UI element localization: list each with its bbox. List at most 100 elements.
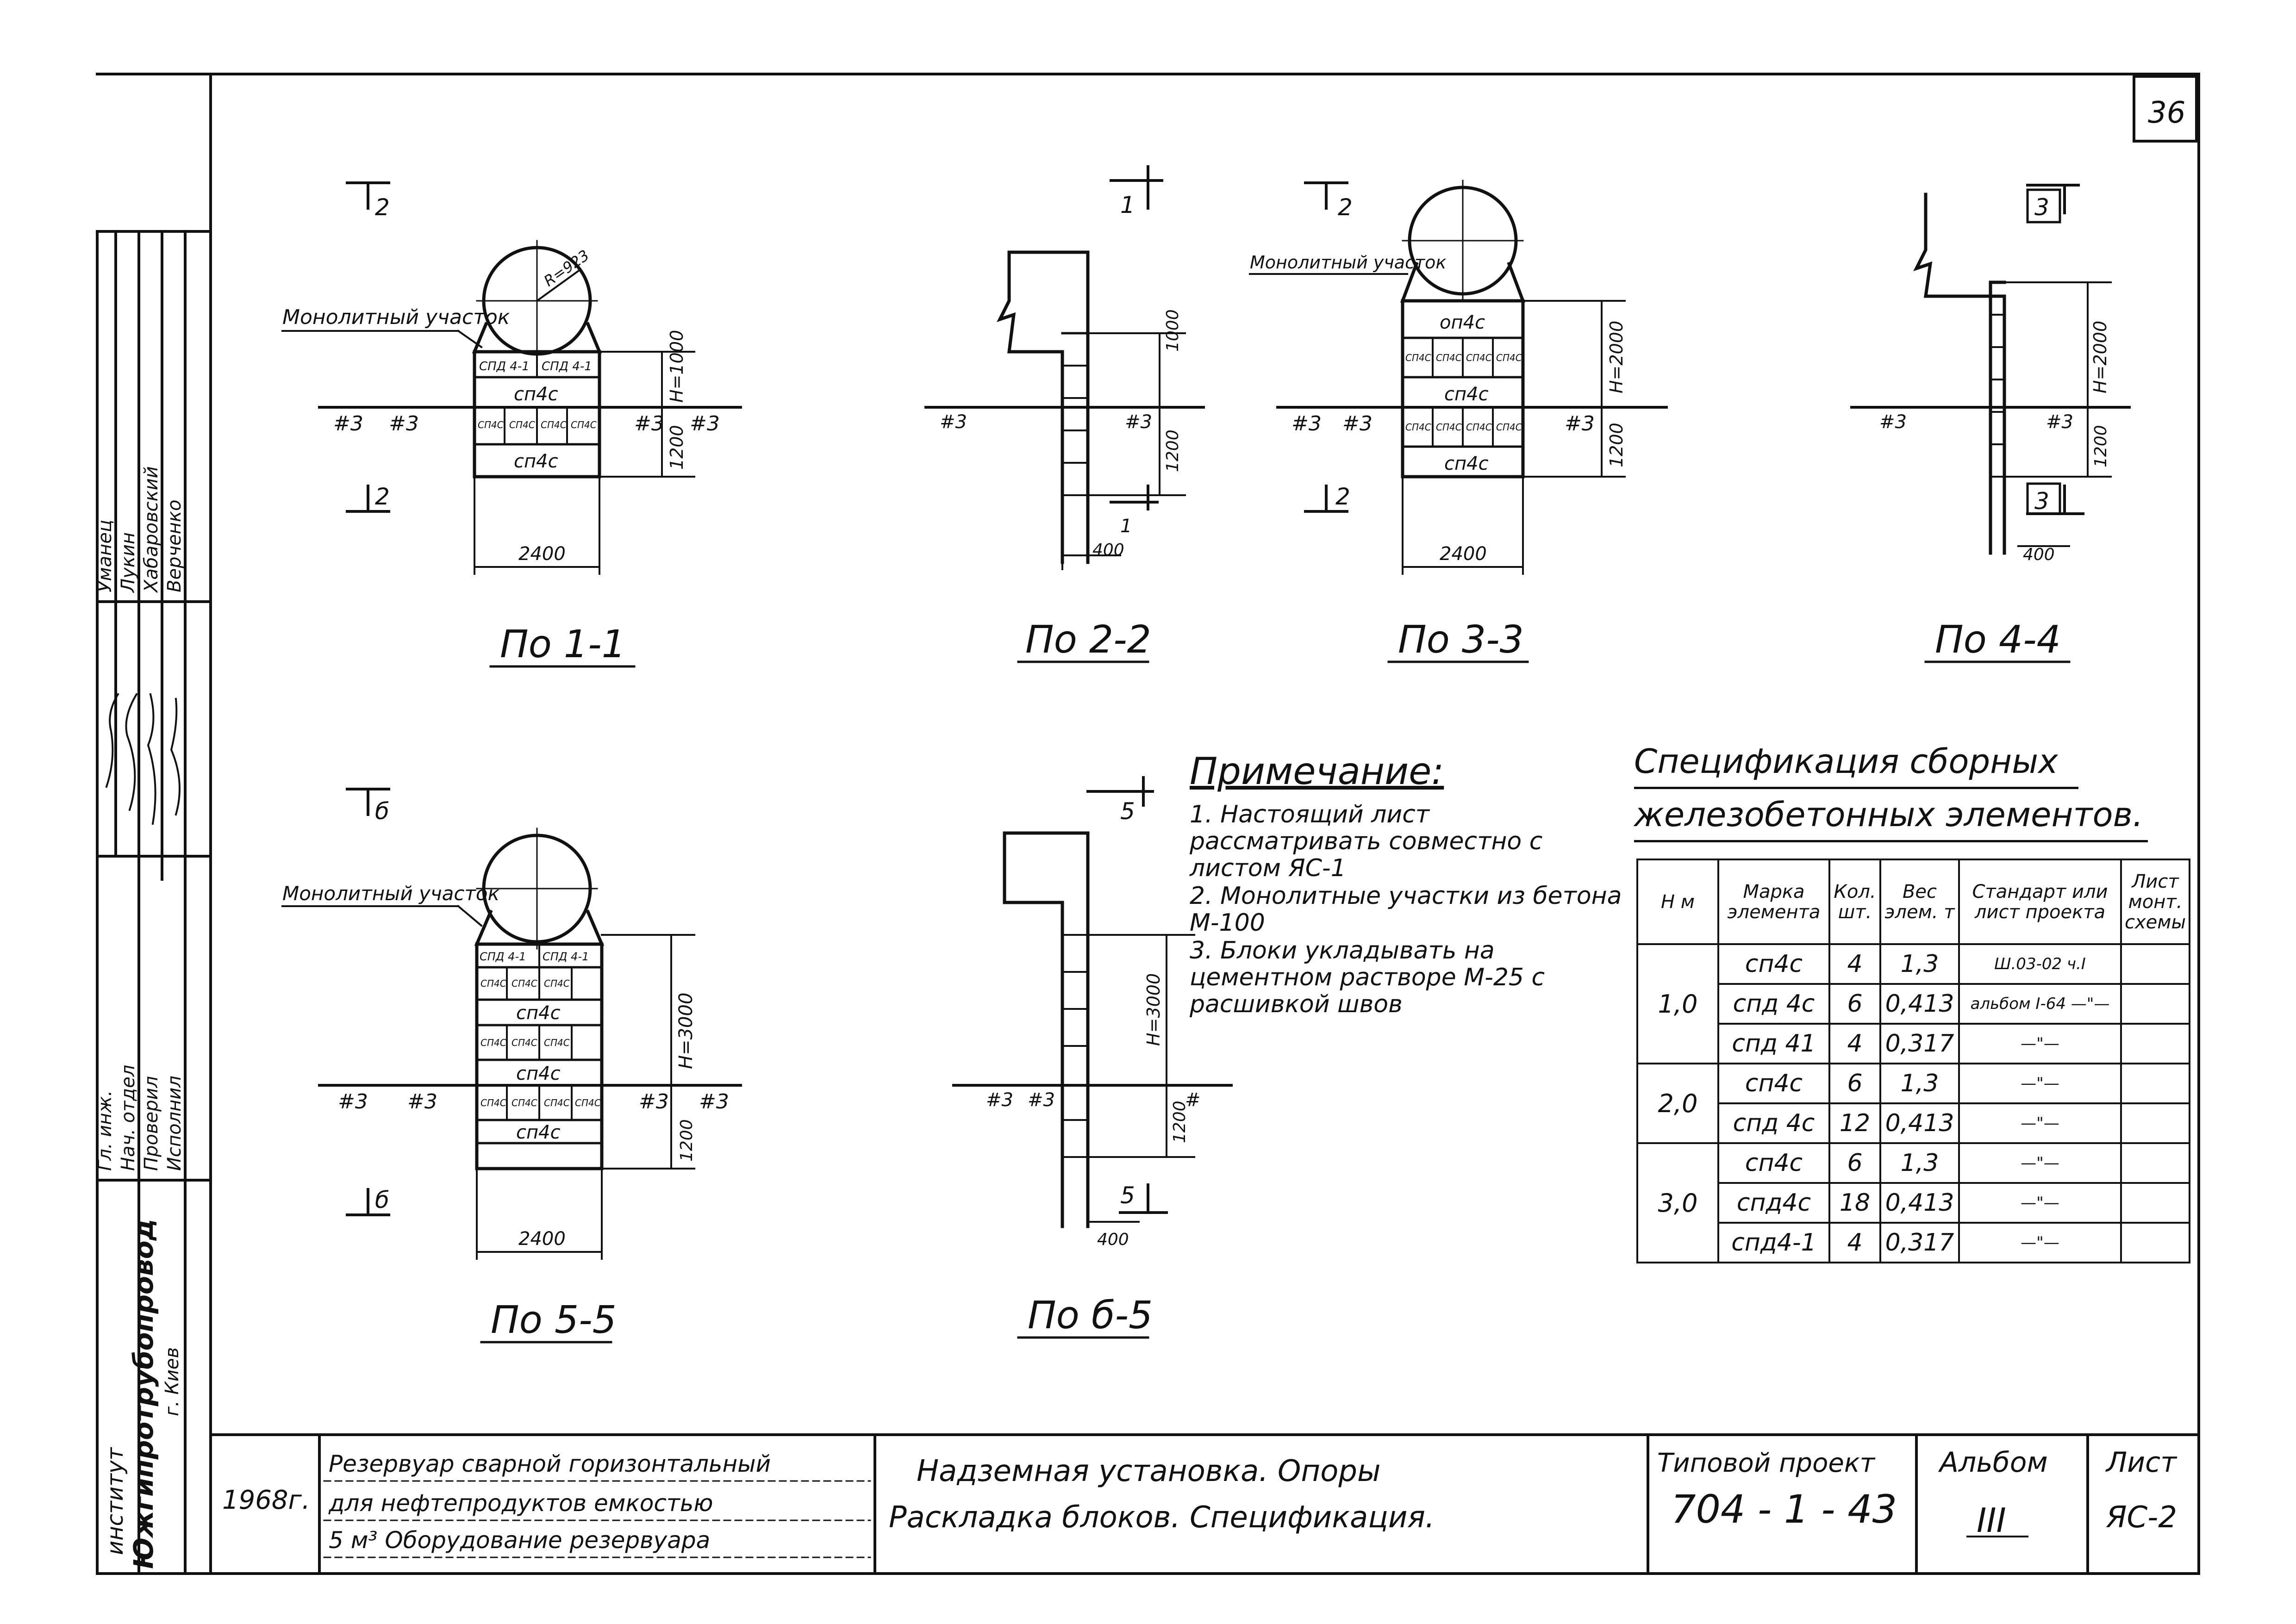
cell-weight: 1,3 bbox=[1879, 1142, 1960, 1184]
section-caption: По 5-5 bbox=[491, 1298, 617, 1342]
drawing-line-2: Раскладка блоков. Спецификация. bbox=[889, 1500, 1435, 1535]
cell-qty: 6 bbox=[1828, 1142, 1881, 1184]
object-line-2: для нефтепродуктов емкостью bbox=[328, 1490, 713, 1517]
cut-mark: 3 bbox=[2034, 194, 2049, 221]
cell-h: 1,0 bbox=[1636, 943, 1719, 1064]
section-4-4: #3 #3 H=2000 1200 400 3 3 По 4-4 bbox=[1850, 184, 2131, 663]
spec-title: Спецификация сборных железобетонных элем… bbox=[1634, 736, 2190, 842]
cell-mark: сп4с bbox=[1717, 943, 1830, 985]
sheet-label: Лист bbox=[2105, 1446, 2177, 1479]
cell-qty: 4 bbox=[1828, 1023, 1881, 1064]
cell-weight: 1,3 bbox=[1879, 943, 1960, 985]
depth-dimension: 1200 bbox=[1163, 429, 1182, 472]
section-2-2: #3 #3 1000 1200 400 1 1 По 2-2 bbox=[924, 165, 1205, 663]
album-number: III bbox=[1977, 1501, 2006, 1540]
cell-mark: спд 41 bbox=[1717, 1023, 1830, 1064]
block-label: СП4С bbox=[1436, 422, 1462, 433]
block-label: СП4С bbox=[480, 978, 506, 989]
ground-hatch: #3 bbox=[2046, 411, 2073, 433]
block-label: СП4С bbox=[478, 419, 504, 430]
note-heading: Примечание: bbox=[1190, 750, 1444, 793]
cell-qty: 4 bbox=[1828, 943, 1881, 985]
stamp-role-2: Нач. отдел bbox=[118, 1065, 139, 1171]
block-label: СПД 4-1 bbox=[543, 950, 589, 963]
cell-weight: 0,317 bbox=[1879, 1023, 1960, 1064]
spec-title-line-2: железобетонных элементов. bbox=[1634, 789, 2148, 842]
width-dimension: 400 bbox=[1092, 541, 1124, 560]
depth-dimension: 1200 bbox=[1606, 423, 1627, 467]
cut-mark: 3 bbox=[2034, 488, 2049, 515]
block-label: СП4С bbox=[480, 1097, 506, 1108]
width-dimension: 400 bbox=[2023, 545, 2055, 564]
width-dimension: 400 bbox=[1097, 1230, 1129, 1249]
block-label: СП4С bbox=[1496, 422, 1522, 433]
section-1-1: R=923 СПД 4-1 СПД 4-1 сп4с СП4С СП4С СП4… bbox=[281, 181, 742, 668]
cell-weight: 0,413 bbox=[1879, 983, 1960, 1025]
cell-qty: 6 bbox=[1828, 983, 1881, 1025]
cell-mark: сп4с bbox=[1717, 1063, 1830, 1104]
note-block: Примечание: 1. Настоящий лист рассматрив… bbox=[1190, 750, 1625, 1019]
width-dimension: 2400 bbox=[518, 543, 566, 565]
block-label: СПД 4-1 bbox=[479, 360, 530, 373]
cell-weight: 0,413 bbox=[1879, 1102, 1960, 1144]
cell-h: 3,0 bbox=[1636, 1142, 1719, 1263]
cell-qty: 6 bbox=[1828, 1063, 1881, 1104]
block-label: СП4С bbox=[1405, 422, 1431, 433]
block-label: СП4С bbox=[509, 419, 535, 430]
cut-mark: 5 bbox=[1120, 798, 1135, 825]
block-label: СП4С bbox=[1466, 352, 1492, 363]
section-caption: По 2-2 bbox=[1025, 618, 1151, 662]
ground-hatch: #3 bbox=[940, 411, 967, 433]
cell-standard: —"— bbox=[1958, 1102, 2122, 1144]
header-mark: Марка элемента bbox=[1717, 859, 1830, 945]
height-dimension: H=2000 bbox=[2090, 321, 2110, 393]
block-label: СП4С bbox=[544, 978, 570, 989]
block-label: сп4с bbox=[516, 1063, 561, 1084]
block-label: оп4с bbox=[1440, 312, 1485, 333]
section-caption: По б-5 bbox=[1028, 1294, 1153, 1338]
block-label: СПД 4-1 bbox=[480, 950, 526, 963]
note-item-3: 3. Блоки укладывать на цементном раствор… bbox=[1190, 937, 1545, 1018]
cut-mark: б bbox=[375, 1187, 389, 1213]
cell-sheet bbox=[2120, 1102, 2191, 1144]
block-label: сп4с bbox=[516, 1122, 561, 1143]
stamp-role-3: Проверил bbox=[141, 1076, 162, 1171]
cell-sheet bbox=[2120, 1142, 2191, 1184]
institute-line-1: институт bbox=[102, 1447, 128, 1555]
block-label: СП4С bbox=[512, 1037, 537, 1048]
object-line-1: Резервуар сварной горизонтальный bbox=[329, 1450, 771, 1477]
stamp-role-4: Исполнил bbox=[164, 1076, 185, 1171]
header-sheet: Лист монт. схемы bbox=[2120, 859, 2191, 945]
left-stamp: институт Южгипротрубопровод г. Киев Гл. … bbox=[94, 466, 185, 1569]
block-label: СП4С bbox=[1436, 352, 1462, 363]
cell-sheet bbox=[2120, 1063, 2191, 1104]
table-row: спд 4с 6 0,413 альбом I-64 —"— bbox=[1637, 983, 2191, 1025]
ground-hatch: #3 bbox=[1292, 412, 1322, 436]
height-dimension: H=3000 bbox=[675, 993, 697, 1069]
cell-standard: альбом I-64 —"— bbox=[1958, 983, 2122, 1025]
callout-monolithic: Монолитный участок bbox=[282, 305, 510, 329]
table-header-row: Н м Марка элемента Кол. шт. Вес элем. т … bbox=[1636, 859, 2191, 945]
table-row: 1,0 сп4с 4 1,3 Ш.03-02 ч.I bbox=[1636, 943, 2191, 1064]
cell-qty: 12 bbox=[1828, 1102, 1881, 1144]
ground-hatch: #3 bbox=[407, 1090, 437, 1114]
block-label: СП4С bbox=[512, 1097, 537, 1108]
album-label: Альбом bbox=[1938, 1446, 2048, 1479]
table-row: 2,0 сп4с 6 1,3 —"— bbox=[1636, 1063, 2191, 1144]
cut-mark: 2 bbox=[1335, 483, 1350, 510]
cut-mark: 2 bbox=[375, 194, 390, 221]
cell-mark: спд 4с bbox=[1717, 983, 1830, 1025]
cell-h: 2,0 bbox=[1636, 1063, 1719, 1144]
cut-mark: 5 bbox=[1120, 1182, 1135, 1209]
height-dimension: 1000 bbox=[1163, 309, 1182, 352]
block-label: сп4с bbox=[514, 451, 558, 472]
cell-sheet bbox=[2120, 983, 2191, 1025]
callout-monolithic: Монолитный участок bbox=[1250, 252, 1446, 273]
ground-hatch: #3 bbox=[1028, 1089, 1055, 1111]
cut-mark: 1 bbox=[1120, 516, 1132, 537]
cell-qty: 18 bbox=[1828, 1182, 1881, 1224]
cut-mark: 2 bbox=[1338, 194, 1353, 221]
sheet-corner-number: 36 bbox=[2148, 96, 2185, 130]
header-h: Н м bbox=[1636, 859, 1719, 945]
year: 1968г. bbox=[222, 1485, 310, 1515]
